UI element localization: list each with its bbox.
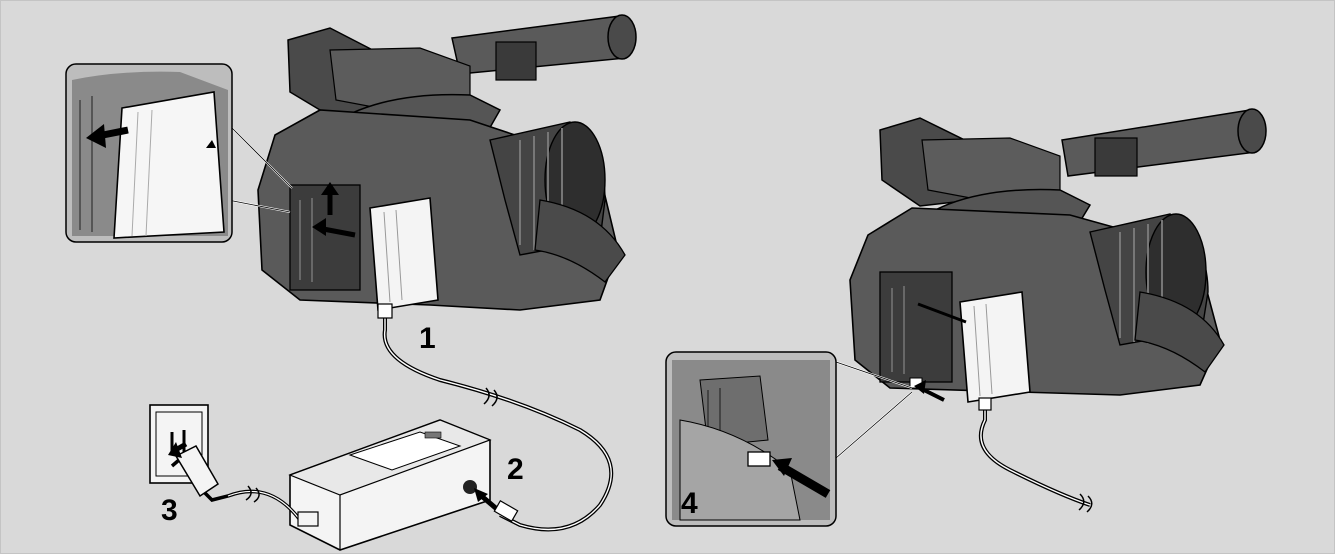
step-label-2: 2 <box>507 453 524 486</box>
camcorder-right <box>849 108 1267 513</box>
wall-outlet <box>149 404 319 527</box>
camcorder-left <box>257 14 637 532</box>
inset-battery-release <box>665 351 913 527</box>
step-label-4: 4 <box>681 487 698 520</box>
step-label-1: 1 <box>419 322 436 355</box>
inset-battery-attach <box>65 63 293 243</box>
charger <box>288 419 519 551</box>
step-label-3: 3 <box>161 494 178 527</box>
